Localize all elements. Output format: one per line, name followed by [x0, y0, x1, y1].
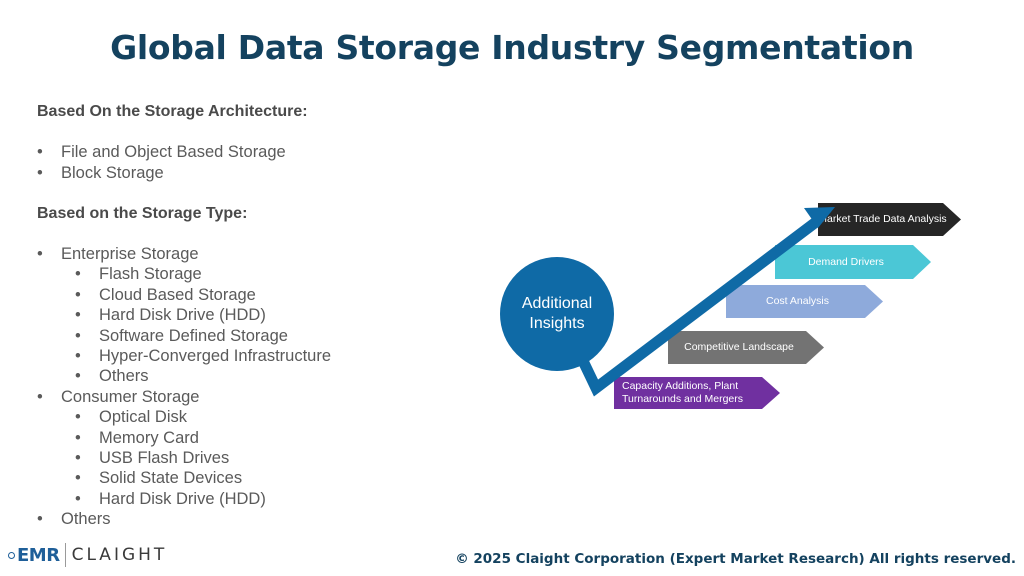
logo-claight: CLAIGHT	[71, 545, 168, 565]
type-list: Enterprise Storage Flash Storage Cloud B…	[37, 244, 457, 530]
tag-cost-analysis: Cost Analysis	[726, 285, 883, 318]
list-item-enterprise: Enterprise Storage	[37, 244, 457, 265]
list-subitem: Others	[37, 366, 457, 387]
circle-label-line2: Insights	[529, 315, 585, 332]
logo-dot-icon	[8, 551, 15, 559]
tag-market-trade-data: Market Trade Data Analysis	[818, 203, 961, 236]
list-subitem: Cloud Based Storage	[37, 285, 457, 306]
tag-demand-drivers: Demand Drivers	[775, 245, 931, 279]
page-title: Global Data Storage Industry Segmentatio…	[110, 28, 914, 67]
company-logo: EMR CLAIGHT	[8, 543, 167, 567]
list-subitem: Solid State Devices	[37, 468, 457, 489]
architecture-list: File and Object Based Storage Block Stor…	[37, 142, 457, 183]
type-heading: Based on the Storage Type:	[37, 204, 248, 222]
logo-divider	[64, 543, 66, 567]
copyright-notice: © 2025 Claight Corporation (Expert Marke…	[455, 551, 1016, 567]
list-item: Block Storage	[37, 163, 457, 184]
list-item: File and Object Based Storage	[37, 142, 457, 163]
list-item-consumer: Consumer Storage	[37, 387, 457, 408]
list-subitem: Memory Card	[37, 428, 457, 449]
tag-competitive-landscape: Competitive Landscape	[668, 331, 824, 364]
architecture-heading: Based On the Storage Architecture:	[37, 103, 308, 120]
additional-insights-circle: Additional Insights	[500, 257, 614, 371]
list-subitem: Optical Disk	[37, 407, 457, 428]
segmentation-list: Based On the Storage Architecture: File …	[37, 102, 457, 530]
list-item-others: Others	[37, 509, 457, 530]
list-subitem: USB Flash Drives	[37, 448, 457, 469]
list-subitem: Software Defined Storage	[37, 326, 457, 347]
tag-capacity-additions: Capacity Additions, Plant Turnarounds an…	[614, 377, 780, 409]
logo-emr: EMR	[17, 544, 60, 566]
list-subitem: Flash Storage	[37, 264, 457, 285]
list-subitem: Hyper-Converged Infrastructure	[37, 346, 457, 367]
list-subitem: Hard Disk Drive (HDD)	[37, 489, 457, 510]
list-subitem: Hard Disk Drive (HDD)	[37, 305, 457, 326]
circle-label-line1: Additional	[521, 295, 593, 312]
